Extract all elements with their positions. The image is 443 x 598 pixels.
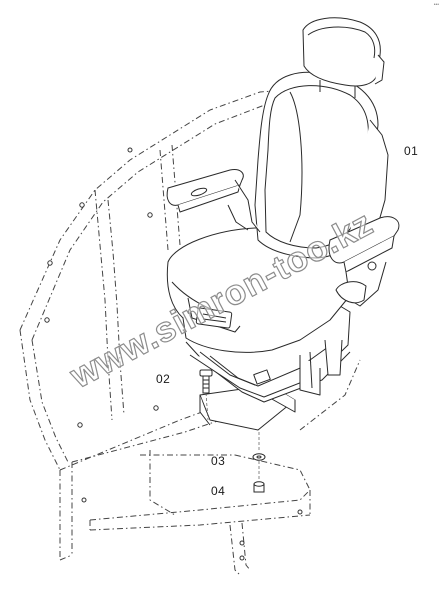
- frame-fastener-marks: [44, 147, 303, 561]
- bolt-part: [199, 369, 213, 394]
- corner-mark: •••: [433, 2, 439, 8]
- seat-backrest: [254, 71, 389, 261]
- washer-part: [252, 453, 266, 461]
- cab-frame-outline: [19, 89, 361, 576]
- nut-part: [253, 481, 265, 493]
- right-armrest: [328, 216, 400, 307]
- callout-bolt-number: 02: [156, 372, 171, 386]
- seat-headrest: [302, 17, 385, 98]
- callout-washer-number: 03: [211, 454, 226, 468]
- left-armrest: [166, 169, 261, 233]
- callout-seat-number: 01: [404, 144, 419, 158]
- bolt-leader-line: [205, 392, 209, 421]
- callout-nut-number: 04: [211, 484, 226, 498]
